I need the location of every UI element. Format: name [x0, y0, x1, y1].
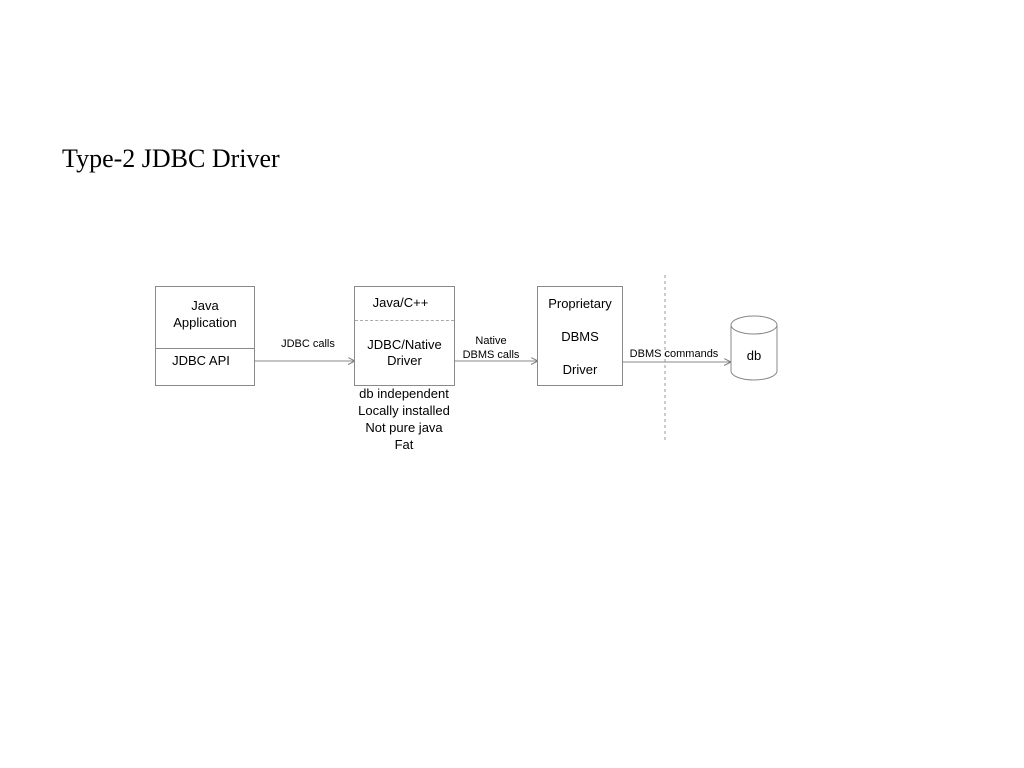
native-driver-box	[354, 286, 455, 386]
native-calls-label-line1: Native	[475, 335, 507, 347]
native-driver-language-label: Java/C++	[372, 295, 429, 310]
driver-note-3: Not pure java	[365, 420, 443, 435]
proprietary-driver-box	[537, 286, 623, 386]
database-cylinder-icon	[730, 315, 778, 381]
jdbc-api-label: JDBC API	[172, 353, 230, 368]
driver-note-2: Locally installed	[358, 403, 450, 418]
driver-note-4: Fat	[394, 437, 414, 452]
native-driver-divider	[355, 320, 454, 321]
native-calls-label-line2: DBMS calls	[462, 349, 520, 361]
page-title: Type-2 JDBC Driver	[62, 144, 280, 173]
java-application-divider	[156, 348, 254, 349]
dbms-commands-label: DBMS commands	[629, 348, 719, 360]
java-application-box	[155, 286, 255, 386]
proprietary-label-line1: Proprietary	[548, 296, 612, 311]
jdbc-calls-label: JDBC calls	[281, 338, 335, 350]
driver-note-1: db independent	[359, 386, 449, 401]
java-application-label-line1: Java	[191, 298, 219, 313]
proprietary-label-line2: DBMS	[561, 329, 599, 344]
db-label: db	[746, 348, 762, 363]
native-driver-label-line2: Driver	[387, 353, 422, 368]
proprietary-label-line3: Driver	[562, 362, 598, 377]
java-application-label-line2: Application	[173, 315, 237, 330]
native-driver-label-line1: JDBC/Native	[367, 337, 442, 352]
